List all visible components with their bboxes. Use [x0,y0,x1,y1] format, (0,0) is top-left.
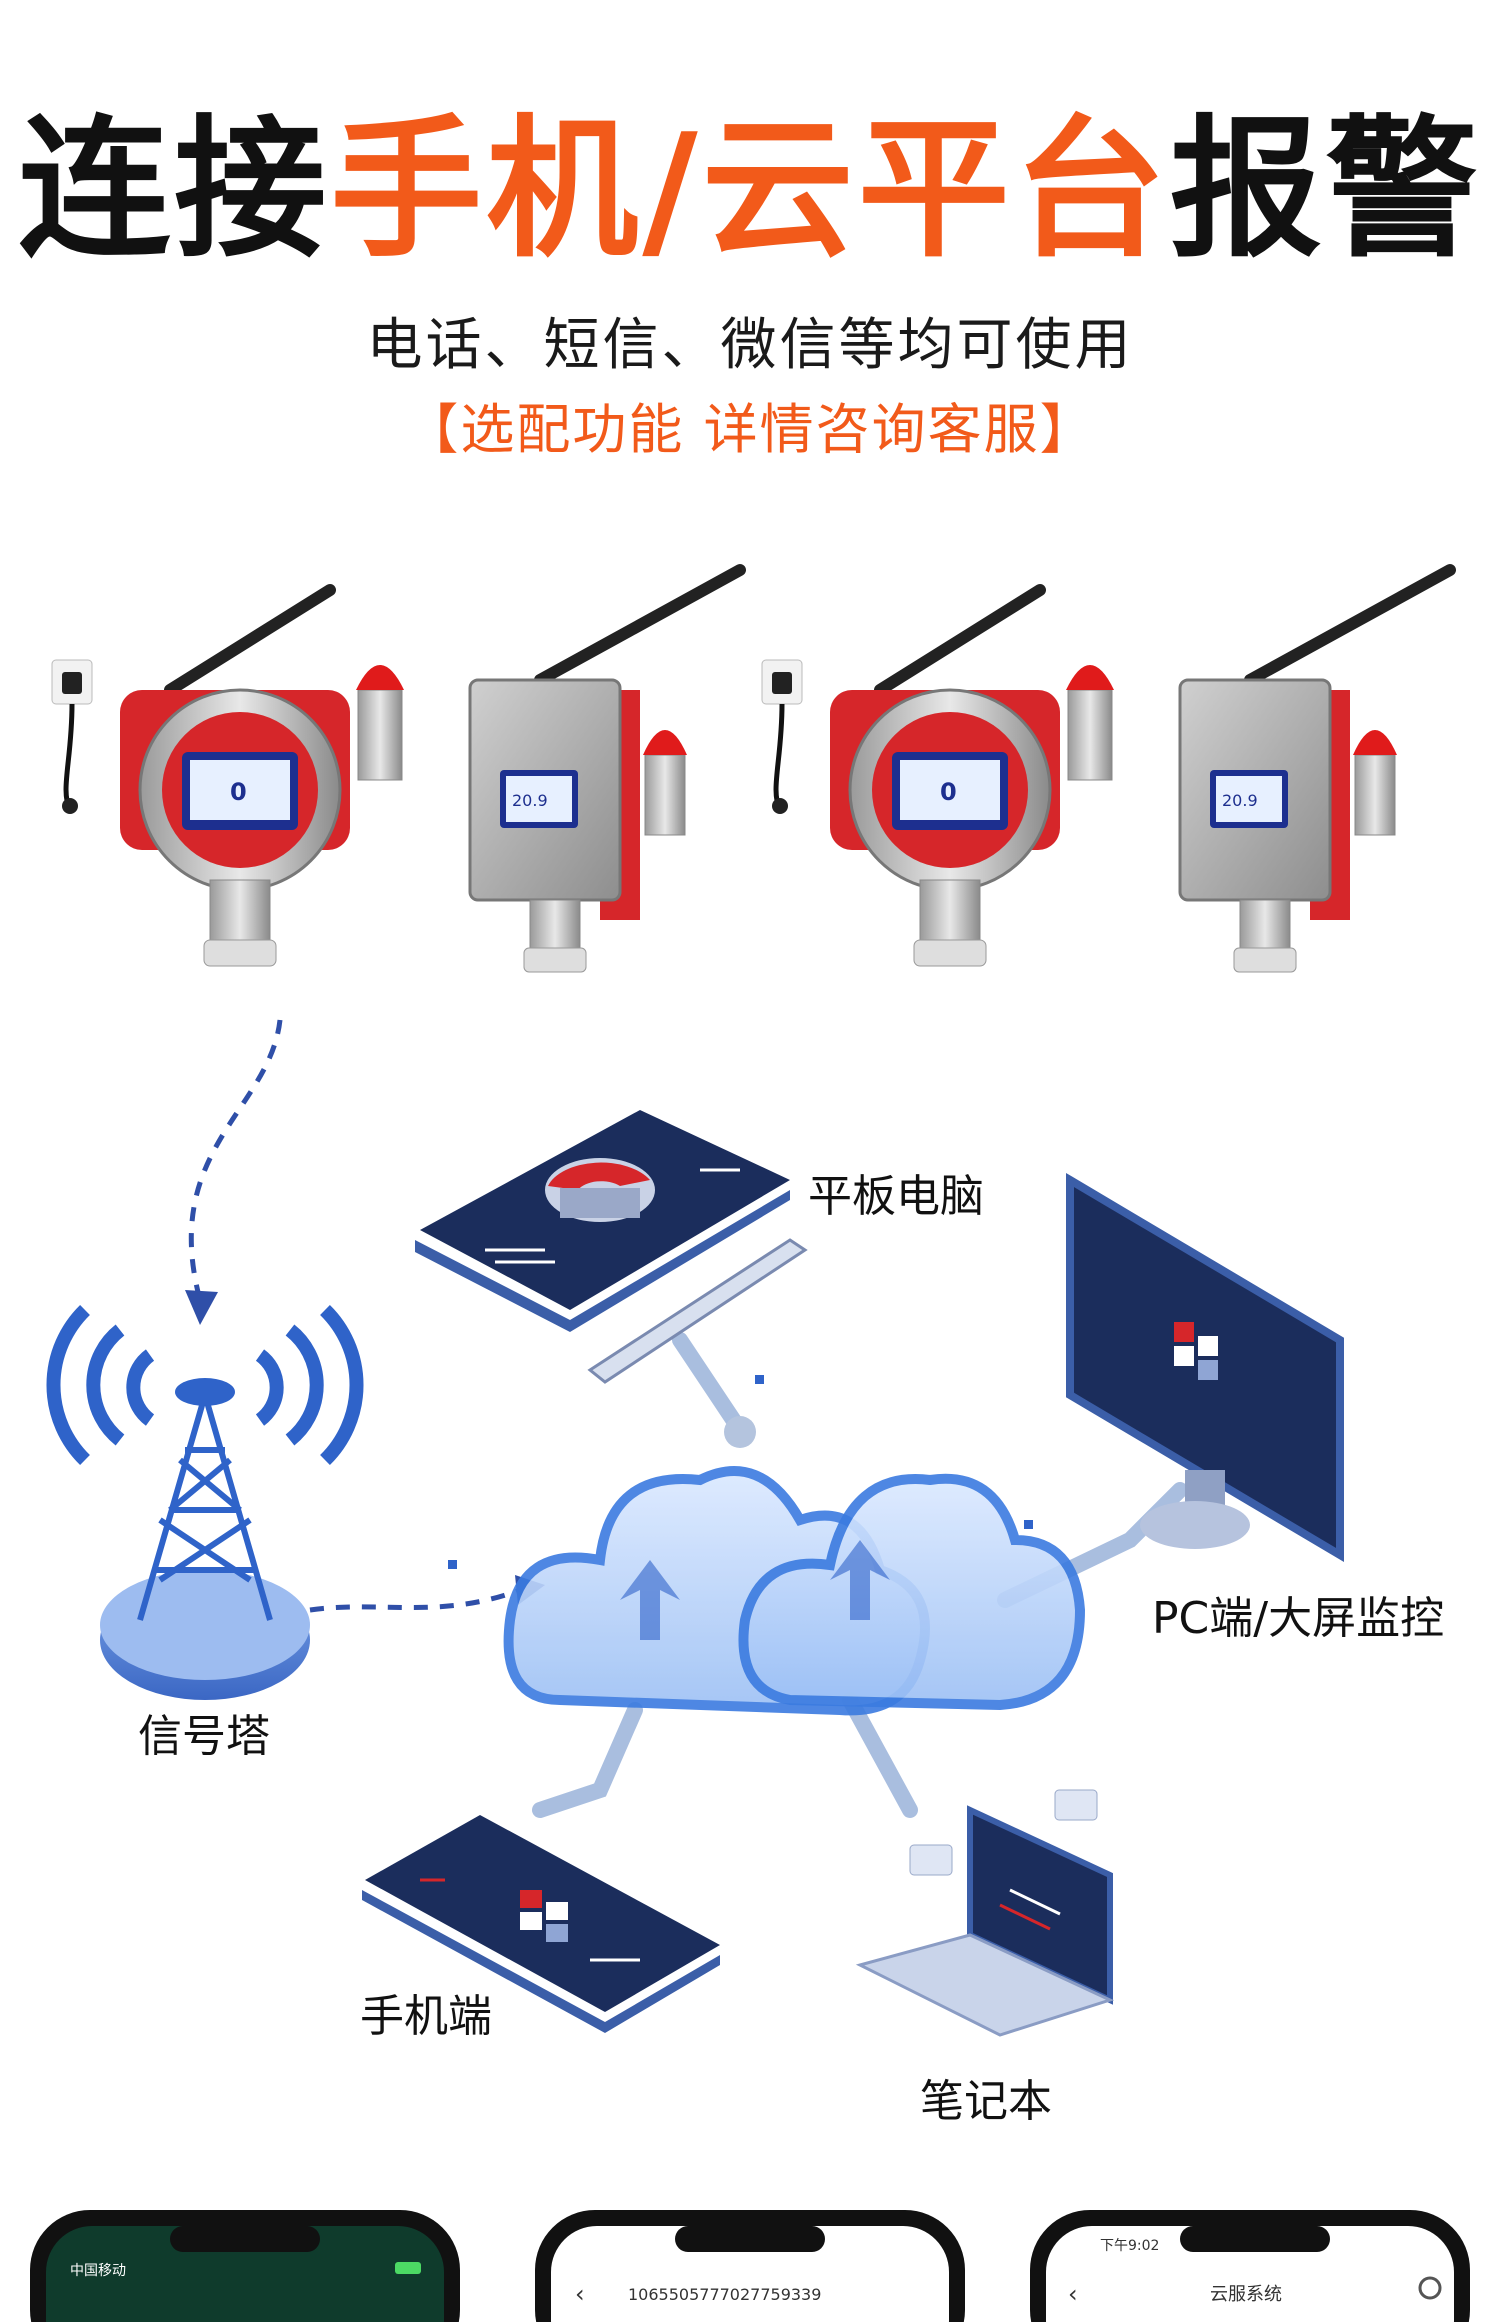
signal-tower [46,1305,364,1700]
pc-monitor [1066,1172,1344,1563]
label-phone: 手机端 [360,1991,492,2042]
optional-feature-note: 【选配功能 详情咨询客服】 [404,398,1096,461]
label-laptop: 笔记本 [920,2076,1052,2127]
headline-part-phone-cloud: 手机/云平台 [330,101,1170,278]
svg-text:‹: ‹ [575,2280,585,2308]
detector-reading-square: 20.9 [512,791,548,810]
headline: 连接手机/云平台报警 [0,100,1500,280]
detector-reading: 0 [230,778,247,806]
label-tablet: 平板电脑 [808,1171,984,1222]
headline-part-connect: 连接 [18,101,331,278]
detector-reading-4: 20.9 [1222,791,1258,810]
round-gas-detector-2: 0 [761,584,1114,967]
square-gas-detector-2: 20.9 [1178,564,1456,973]
phone-device [362,1815,720,2033]
bottom-phone-middle: 1065505777027759339 ‹ [535,2210,965,2322]
cloud-platform [503,1466,1086,1716]
phone-right-title: 云服系统 [1210,2284,1282,2305]
round-gas-detector-1: 0 [51,584,404,967]
svg-text:‹: ‹ [1068,2280,1078,2308]
label-pc: PC端/大屏监控 [1152,1593,1445,1644]
signal-arrow-to-cloud [309,1587,521,1613]
bottom-phone-right: 下午9:02 云服系统 ‹ [1030,2210,1470,2322]
label-tower: 信号塔 [138,1711,270,1762]
bottom-phone-left: 中国移动 [30,2210,460,2322]
square-gas-detector-1: 20.9 [468,564,746,973]
detector-reading-3: 0 [940,778,957,806]
connector-lines [532,1332,1188,1818]
headline-part-alarm: 报警 [1169,101,1482,278]
phone-left-carrier: 中国移动 [70,2263,126,2279]
phone-right-time: 下午9:02 [1100,2238,1159,2254]
laptop-device [855,1789,1115,2037]
signal-arrow-down [188,1019,283,1301]
phone-middle-number: 1065505777027759339 [628,2285,821,2304]
subtitle: 电话、短信、微信等均可使用 [366,313,1134,378]
tablet-device [415,1110,808,1384]
